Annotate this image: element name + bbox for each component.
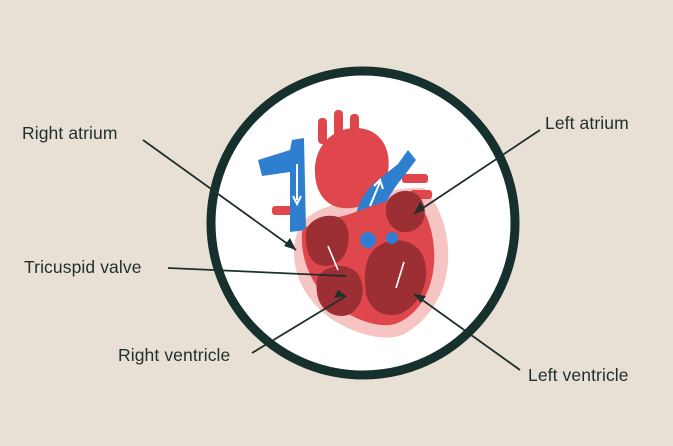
arrowhead-icon: [284, 238, 296, 250]
heart-icon: [258, 110, 449, 338]
label-tricuspid-valve: Tricuspid valve: [24, 257, 142, 277]
leader-left-ventricle: [413, 293, 521, 371]
valve-icon: [386, 232, 398, 244]
leader-left-atrium: [413, 129, 541, 215]
label-right-atrium: Right atrium: [22, 123, 118, 143]
aorta-branch-3: [350, 114, 359, 140]
arrowhead-icon: [334, 290, 346, 298]
flow-arrow-icon: [373, 178, 384, 190]
arrowhead-icon: [414, 202, 425, 214]
flow-arrow-icon: [369, 181, 381, 207]
flow-arrow-icon: [327, 245, 339, 271]
valve-icon: [360, 232, 376, 248]
leader-lines: [142, 129, 541, 371]
leader-arrowheads: [284, 202, 426, 303]
label-right-ventricle: Right ventricle: [118, 345, 231, 365]
left-ventricle-chamber: [364, 240, 427, 316]
right-atrium-chamber: [305, 215, 349, 267]
label-left-atrium: Left atrium: [545, 113, 629, 133]
leader-tricuspid-valve: [167, 267, 347, 277]
pulmonary-vein-left: [272, 206, 294, 215]
left-atrium-chamber: [385, 190, 425, 233]
aorta-branch-2: [334, 110, 343, 138]
aorta-branch-1: [318, 118, 327, 144]
label-left-ventricle: Left ventricle: [528, 365, 629, 385]
pulmonary-vein-upper: [402, 174, 428, 183]
flow-arrow-icon: [292, 195, 302, 207]
vena-cava: [258, 138, 306, 232]
right-ventricle-chamber: [316, 265, 363, 317]
arrowhead-icon: [414, 294, 426, 303]
leader-right-ventricle: [251, 295, 347, 354]
flow-arrow-icon: [395, 261, 405, 289]
leader-right-atrium: [142, 139, 297, 251]
